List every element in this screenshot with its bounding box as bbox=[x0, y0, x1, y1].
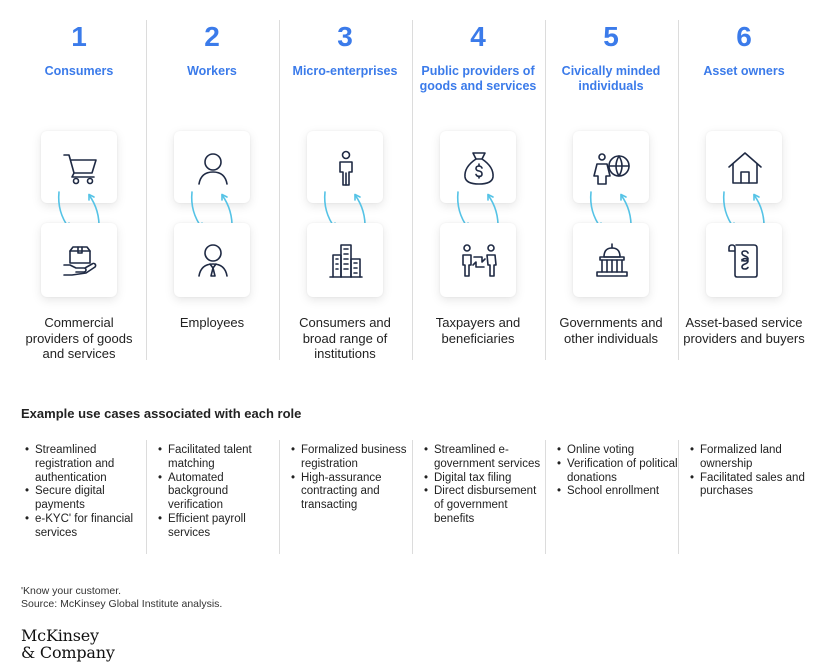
role-icon-card bbox=[307, 131, 383, 203]
source-note: Source: McKinsey Global Institute analys… bbox=[21, 598, 223, 610]
list-item: High-assurance contracting and transacti… bbox=[288, 472, 416, 513]
list-item: Formalized business registration bbox=[288, 444, 416, 472]
result-icon-card bbox=[41, 223, 117, 297]
use-cases-heading: Example use cases associated with each r… bbox=[21, 406, 302, 421]
role-title: Asset owners bbox=[703, 64, 785, 78]
list-item: School enrollment bbox=[554, 485, 682, 499]
result-icon-card bbox=[174, 223, 250, 297]
legal-scroll-icon bbox=[728, 244, 758, 278]
use-cases-list-2: Facilitated talent matching Automated ba… bbox=[155, 444, 283, 541]
role-icon-card bbox=[174, 131, 250, 203]
mckinsey-logo: McKinsey & Company bbox=[21, 627, 115, 661]
column-divider bbox=[678, 20, 679, 360]
list-item: Automated background verification bbox=[155, 472, 283, 513]
role-title: Consumers bbox=[44, 64, 114, 78]
result-icon-card bbox=[706, 223, 782, 297]
list-item: Online voting bbox=[554, 444, 682, 458]
capitol-icon bbox=[596, 243, 628, 277]
role-icon-card bbox=[440, 131, 516, 203]
result-icon-card bbox=[440, 223, 516, 297]
list-item: Efficient payroll services bbox=[155, 513, 283, 541]
employee-icon bbox=[198, 244, 228, 277]
role-icon-card bbox=[573, 131, 649, 203]
role-number: 6 bbox=[736, 21, 752, 52]
column-divider bbox=[545, 20, 546, 360]
list-item: Facilitated talent matching bbox=[155, 444, 283, 472]
role-result: Taxpayers and beneficiaries bbox=[435, 315, 521, 346]
use-cases-list-6: Formalized land ownership Facilitated sa… bbox=[687, 444, 815, 499]
list-item: Streamlined e-government services bbox=[421, 444, 549, 472]
use-cases-list-1: Streamlined registration and authenticat… bbox=[22, 444, 150, 541]
list-item: Direct disbursement of government benefi… bbox=[421, 485, 549, 526]
exchange-people-icon bbox=[462, 244, 497, 277]
role-icon-card bbox=[706, 131, 782, 203]
role-title: Workers bbox=[187, 64, 237, 78]
use-cases-list-5: Online voting Verification of political … bbox=[554, 444, 682, 499]
role-result: Commercial providers of goods and servic… bbox=[25, 315, 133, 361]
house-icon bbox=[728, 152, 762, 184]
column-divider bbox=[279, 20, 280, 360]
role-title: Public providers of goods and services bbox=[419, 64, 537, 93]
use-cases-list-4: Streamlined e-government services Digita… bbox=[421, 444, 549, 527]
list-item: Verification of political donations bbox=[554, 458, 682, 486]
person-icon bbox=[198, 153, 228, 185]
role-number: 1 bbox=[71, 21, 87, 52]
list-item: Secure digital payments bbox=[22, 485, 150, 513]
money-bag-icon bbox=[464, 152, 494, 185]
list-item: Formalized land ownership bbox=[687, 444, 815, 472]
list-item: Digital tax filing bbox=[421, 472, 549, 486]
use-cases-list-3: Formalized business registration High-as… bbox=[288, 444, 416, 513]
logo-line: McKinsey bbox=[21, 626, 99, 645]
buildings-icon bbox=[329, 244, 363, 278]
role-result: Asset-based service providers and buyers bbox=[683, 315, 805, 346]
list-item: e-KYC' for financial services bbox=[22, 513, 150, 541]
role-result: Employees bbox=[179, 315, 245, 330]
role-icon-card bbox=[41, 131, 117, 203]
logo-line: & Company bbox=[21, 643, 115, 662]
standing-person-icon bbox=[339, 150, 353, 186]
cart-icon bbox=[63, 154, 97, 185]
person-globe-icon bbox=[593, 153, 630, 185]
role-number: 4 bbox=[470, 21, 486, 52]
role-number: 5 bbox=[603, 21, 619, 52]
role-number: 2 bbox=[204, 21, 220, 52]
column-divider bbox=[412, 20, 413, 360]
result-icon-card bbox=[307, 223, 383, 297]
role-title: Micro-enterprises bbox=[292, 64, 398, 78]
result-icon-card bbox=[573, 223, 649, 297]
column-divider bbox=[146, 20, 147, 360]
package-hand-icon bbox=[63, 246, 97, 276]
list-item: Facilitated sales and purchases bbox=[687, 472, 815, 500]
role-title: Civically minded individuals bbox=[561, 64, 661, 93]
role-result: Consumers and broad range of institution… bbox=[299, 315, 391, 361]
list-item: Streamlined registration and authenticat… bbox=[22, 444, 150, 485]
role-result: Governments and other individuals bbox=[559, 315, 663, 346]
role-number: 3 bbox=[337, 21, 353, 52]
footnote: 'Know your customer. bbox=[21, 585, 122, 597]
